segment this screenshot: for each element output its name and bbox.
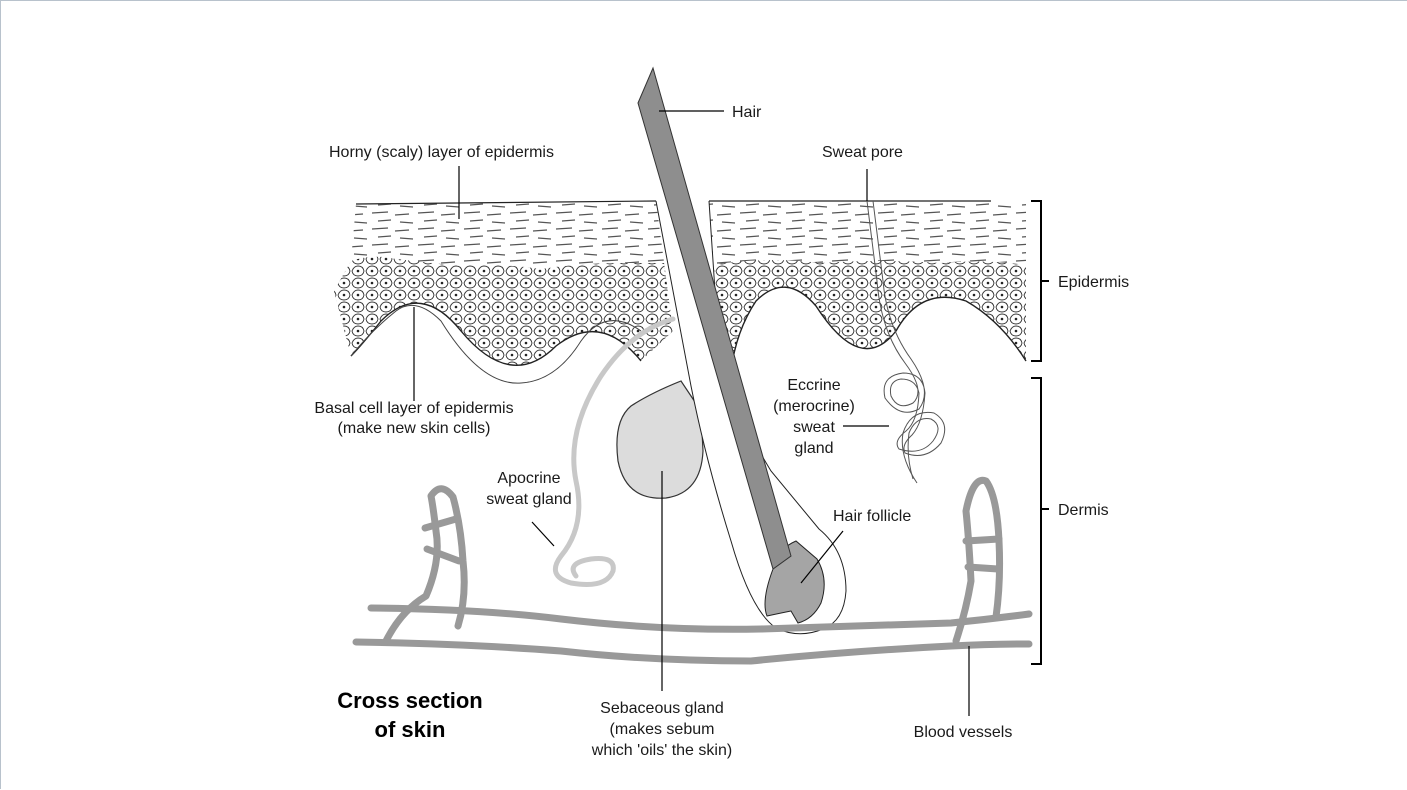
- blood-vessels-label: Blood vessels: [914, 724, 1013, 741]
- sebaceous-label-line3: which 'oils' the skin): [591, 742, 732, 759]
- basal-layer-label-line1: Basal cell layer of epidermis: [314, 400, 513, 417]
- hair-follicle-label: Hair follicle: [833, 508, 911, 525]
- horny-layer-label: Horny (scaly) layer of epidermis: [329, 144, 554, 161]
- title-line1: Cross section: [337, 688, 483, 713]
- hair-label: Hair: [732, 104, 762, 121]
- apocrine-label-line2: sweat gland: [486, 491, 571, 508]
- apocrine-label-line1: Apocrine: [497, 470, 560, 487]
- sweat-pore-label: Sweat pore: [822, 144, 903, 161]
- epidermis-brace: [1031, 201, 1049, 361]
- epidermis-left: [331, 201, 681, 421]
- eccrine-label-line3: sweat: [793, 419, 835, 436]
- title-line2: of skin: [375, 717, 446, 742]
- epidermis-right: [706, 201, 1031, 421]
- eccrine-label-line2: (merocrine): [773, 398, 855, 415]
- eccrine-label-line4: gland: [794, 440, 833, 457]
- apocrine-leader: [532, 522, 554, 546]
- sebaceous-label-line2: (makes sebum: [610, 721, 715, 738]
- blood-vessels: [356, 480, 1029, 661]
- dermis-label: Dermis: [1058, 502, 1109, 519]
- eccrine-label-line1: Eccrine: [787, 377, 840, 394]
- basal-layer-label-line2: (make new skin cells): [338, 420, 491, 437]
- sebaceous-gland: [617, 381, 703, 498]
- epidermis-label: Epidermis: [1058, 274, 1129, 291]
- sebaceous-label-line1: Sebaceous gland: [600, 700, 724, 717]
- dermis-brace: [1031, 378, 1049, 664]
